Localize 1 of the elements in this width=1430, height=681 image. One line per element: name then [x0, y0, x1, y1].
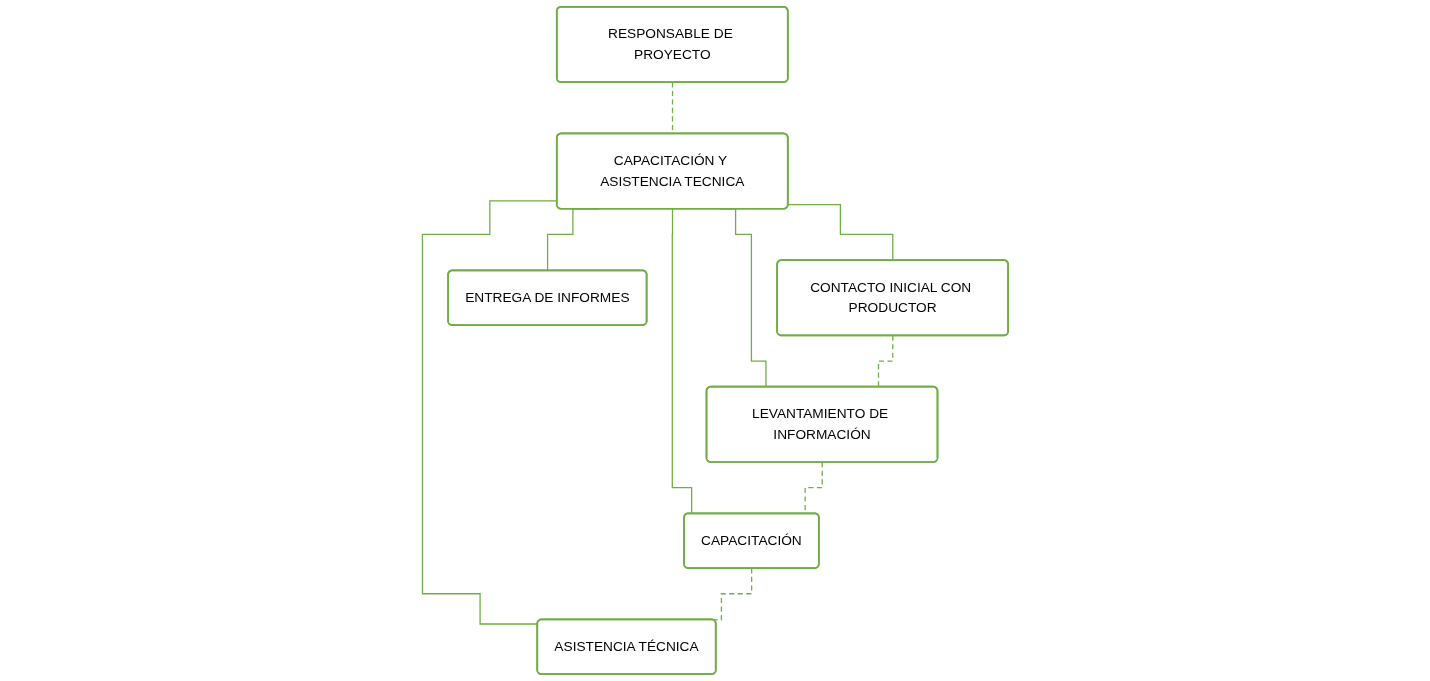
connector — [787, 204, 894, 262]
